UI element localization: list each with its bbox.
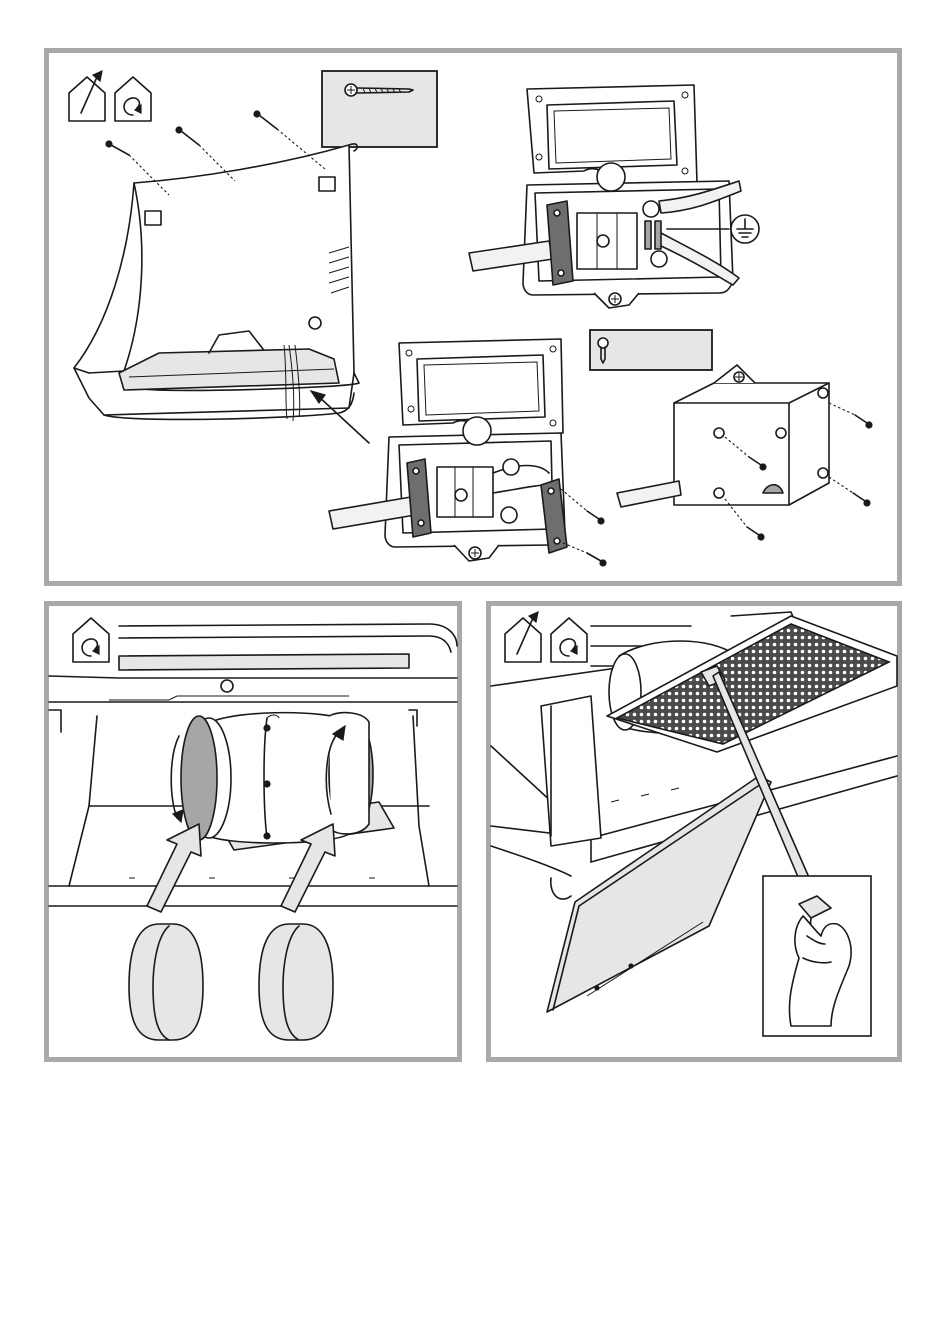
panel-charcoal-filter-fitting: [44, 601, 462, 1062]
small-screw-callout: [590, 330, 712, 370]
wood-screw-callout: [322, 71, 437, 147]
charcoal-filter-illustration: [49, 606, 457, 1057]
recirculation-mode-icon: [73, 618, 109, 662]
panel-electrical-connection: [44, 48, 902, 586]
closed-junction-box: [617, 365, 872, 540]
handle-detail-callout: [763, 876, 871, 1036]
extraction-mode-icon: [505, 612, 541, 662]
recirculation-mode-icon: [115, 77, 151, 121]
earth-ground-icon: [731, 215, 759, 243]
extraction-mode-icon: [69, 71, 105, 121]
charcoal-filter-left: [129, 924, 203, 1040]
terminal-box-closed-clamp: [469, 85, 759, 308]
charcoal-filter-right: [259, 924, 333, 1040]
pointer-arrow: [317, 395, 369, 443]
charcoal-filter-fitted-left: [181, 716, 217, 840]
electrical-connection-illustration: [49, 53, 897, 581]
grease-filter-illustration: [491, 606, 897, 1057]
hood-canopy: [74, 144, 359, 421]
screw-icon: [598, 338, 608, 348]
fan-motor: [171, 713, 394, 850]
terminal-box-open-clamp: [329, 339, 606, 566]
recirculation-mode-icon: [551, 618, 587, 662]
panel-grease-filter-removal: [486, 601, 902, 1062]
